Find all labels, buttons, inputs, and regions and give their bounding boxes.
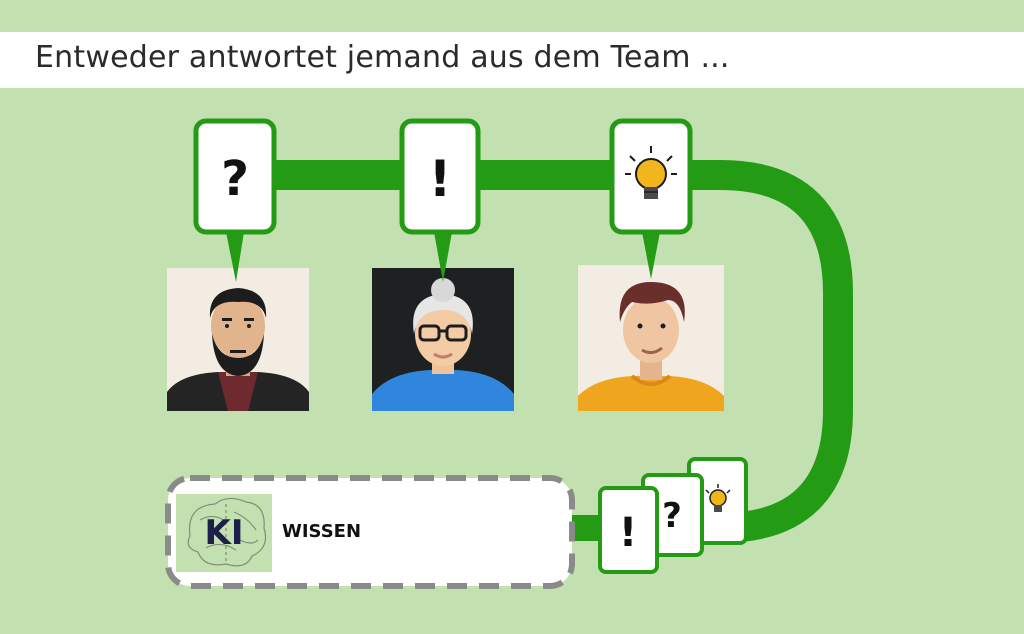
speech-bubble-exclamation: !	[399, 118, 481, 235]
question-mark-icon: ?	[662, 496, 682, 536]
person-avatar-young-man	[578, 265, 724, 411]
exclamation-mark-icon: !	[429, 150, 452, 208]
ki-logo-text: KI	[205, 513, 244, 553]
card-stack: ? !	[598, 457, 748, 574]
person-avatar-older-woman	[372, 268, 514, 411]
lightbulb-icon	[625, 146, 677, 199]
speech-bubble-idea	[609, 118, 693, 235]
exclamation-mark-icon: !	[619, 510, 637, 556]
person-avatar-bearded-man	[167, 268, 309, 411]
knowledge-label: WISSEN	[282, 521, 361, 542]
lightbulb-icon	[705, 484, 731, 512]
question-mark-icon: ?	[221, 151, 249, 207]
brain-icon	[187, 497, 267, 567]
header-bar	[0, 32, 1024, 88]
page-title: Entweder antwortet jemand aus dem Team .…	[35, 40, 730, 75]
speech-bubble-question: ?	[193, 118, 277, 235]
